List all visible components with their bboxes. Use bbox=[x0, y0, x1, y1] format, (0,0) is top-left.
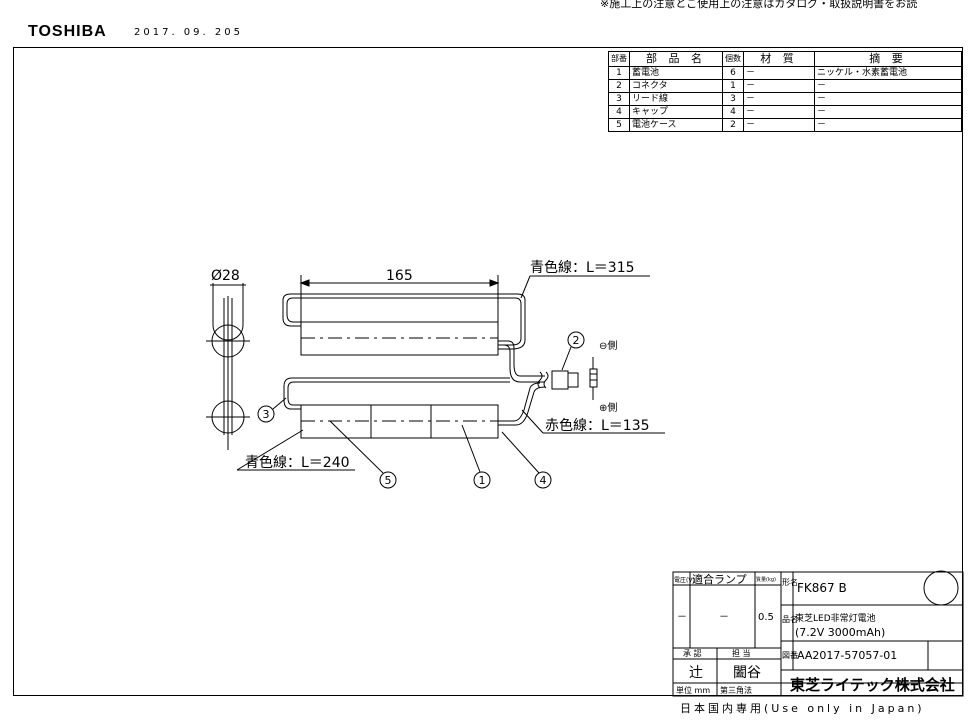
balloon-4 bbox=[534, 471, 552, 489]
connector bbox=[551, 370, 569, 390]
svg-text:－: － bbox=[719, 612, 729, 623]
drawing-labels: Ø28 165 青色線：L＝315 赤色線：L＝135 青色線：L＝240 ⊖側… bbox=[211, 259, 650, 487]
company-name: 東芝ライテック株式会社 bbox=[790, 676, 955, 694]
length-label: 165 bbox=[386, 268, 413, 284]
drawing-frame bbox=[13, 47, 963, 696]
svg-text:1: 1 bbox=[479, 474, 486, 487]
svg-text:4: 4 bbox=[540, 474, 547, 487]
red-lead-label: 赤色線：L＝135 bbox=[545, 417, 650, 434]
side-view bbox=[206, 283, 250, 450]
approver-name: 辻 bbox=[689, 665, 703, 681]
title-block: 電圧(V) 適合ランプ 質量(kg) － － 0.5 形名 FK867 B 品名… bbox=[672, 570, 964, 697]
balloon-1 bbox=[473, 471, 491, 489]
minus-side-label: ⊖側 bbox=[599, 339, 617, 352]
diameter-label: Ø28 bbox=[211, 268, 240, 284]
svg-text:品名: 品名 bbox=[782, 614, 798, 624]
svg-text:図番: 図番 bbox=[782, 650, 798, 660]
svg-text:0.5: 0.5 bbox=[758, 612, 774, 623]
svg-text:電圧(V): 電圧(V) bbox=[674, 577, 695, 584]
product-name: 東芝LED非常灯電池 bbox=[795, 612, 876, 624]
document-date: 2017. 09. 205 bbox=[134, 27, 243, 38]
top-lead-wire bbox=[286, 297, 522, 346]
model-number: FK867 B bbox=[797, 581, 847, 595]
svg-text:質量(kg): 質量(kg) bbox=[756, 576, 776, 583]
svg-text:第三角法: 第三角法 bbox=[720, 685, 752, 695]
svg-text:承 認: 承 認 bbox=[683, 648, 702, 658]
svg-text:5: 5 bbox=[385, 474, 392, 487]
blue-lead-bottom-label: 青色線：L＝240 bbox=[245, 454, 350, 471]
length-dimension bbox=[299, 275, 500, 325]
balloon-2 bbox=[567, 331, 585, 349]
balloon-5 bbox=[379, 471, 397, 489]
plus-side-label: ⊕側 bbox=[599, 401, 617, 414]
svg-text:適合ランプ: 適合ランプ bbox=[692, 572, 747, 586]
blue-lead-top-label: 青色線：L＝315 bbox=[530, 259, 635, 276]
footer-note: 日本国内専用(Use only in Japan) bbox=[680, 702, 925, 715]
balloon-3 bbox=[257, 405, 275, 423]
svg-text:担 当: 担 当 bbox=[732, 648, 751, 658]
svg-text:－: － bbox=[677, 612, 687, 623]
svg-text:単位 mm: 単位 mm bbox=[676, 685, 710, 695]
person-in-charge: 闔谷 bbox=[733, 665, 761, 681]
drawing-number: AA2017-57057-01 bbox=[797, 649, 897, 662]
model-label: 形名 bbox=[782, 577, 798, 587]
caution-notice: ※施工上の注意とご使用上の注意はカタログ・取扱説明書をお読 bbox=[600, 0, 918, 10]
brand-logo: TOSHIBA bbox=[28, 23, 107, 40]
svg-text:3: 3 bbox=[263, 408, 270, 421]
product-spec: (7.2V 3000mAh) bbox=[795, 626, 885, 639]
svg-text:2: 2 bbox=[573, 334, 580, 347]
